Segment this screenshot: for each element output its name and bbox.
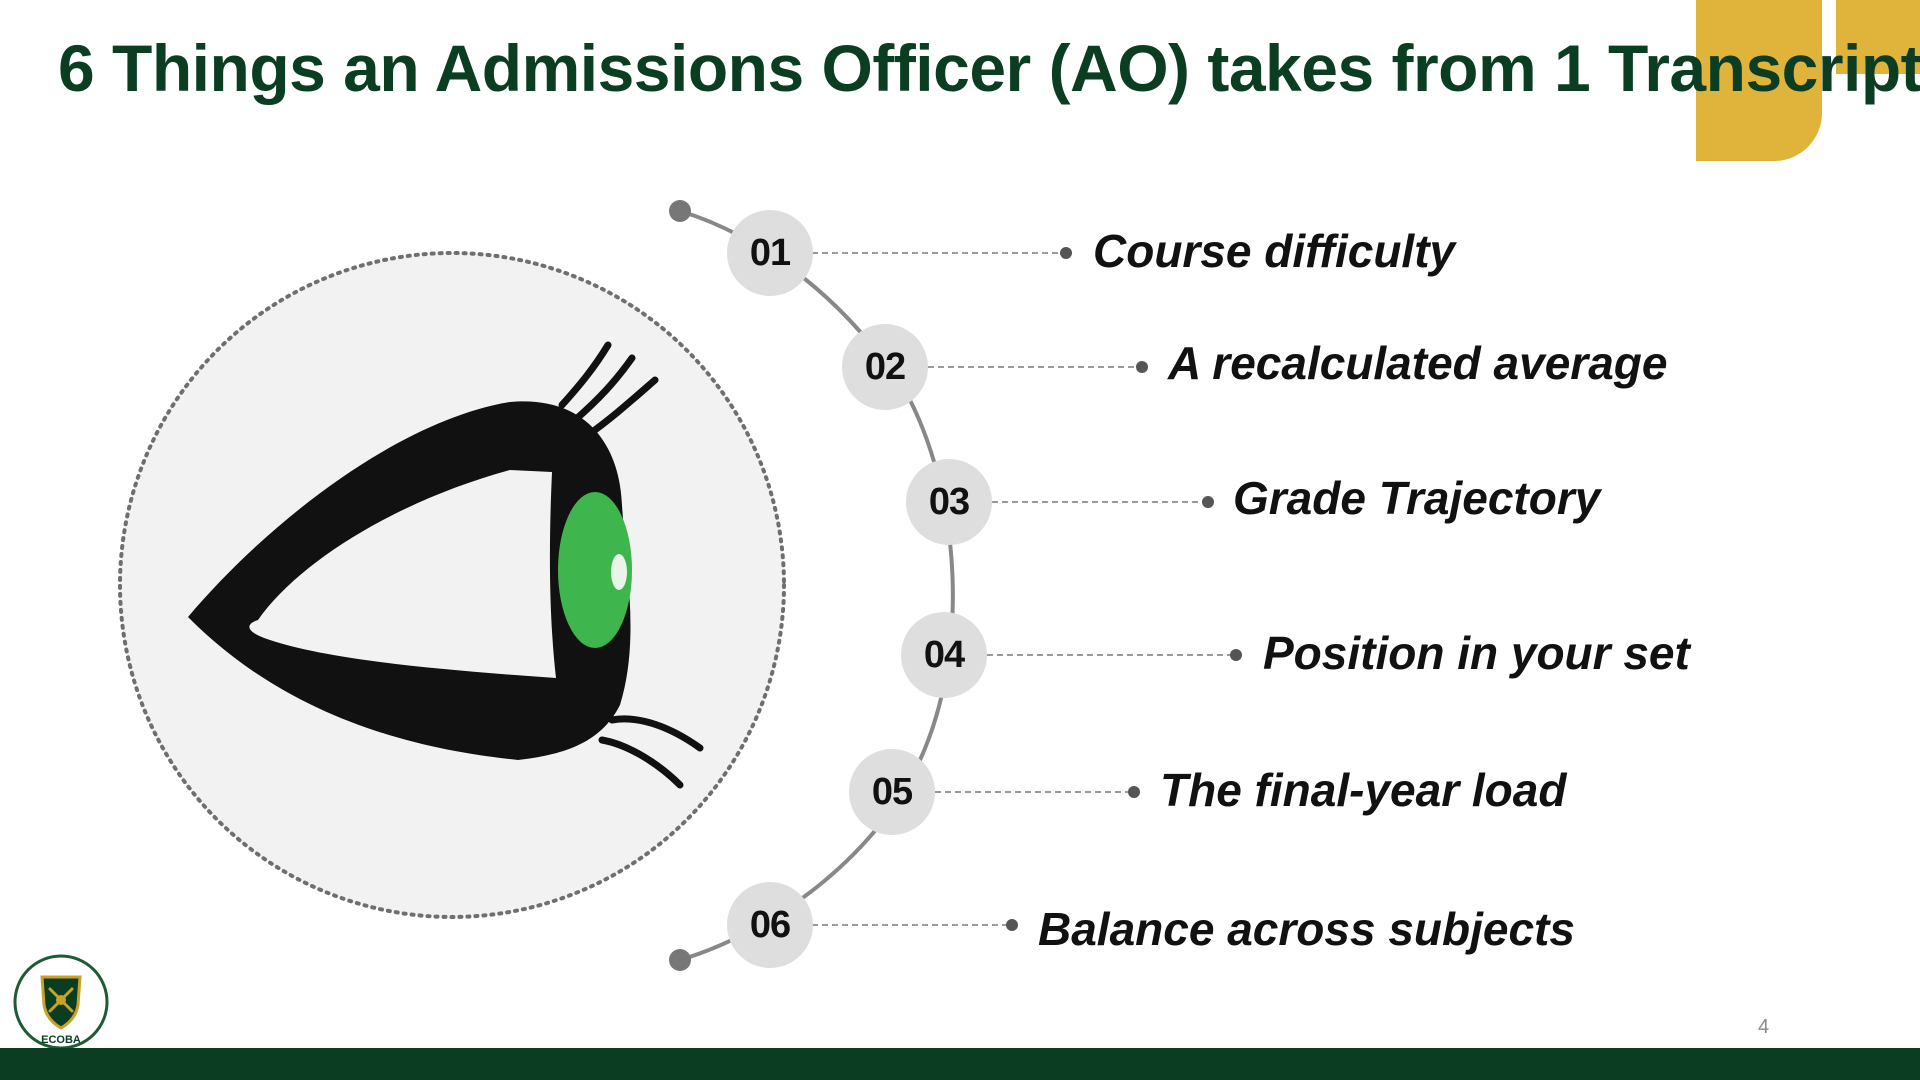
step-label-06: Balance across subjects (1038, 903, 1575, 955)
step-number-02: 02 (842, 324, 928, 410)
step-label-05: The final-year load (1160, 764, 1567, 816)
timeline-arc (679, 209, 955, 962)
iris-highlight (611, 554, 627, 590)
step-number-03: 03 (906, 459, 992, 545)
step-number-05: 05 (849, 749, 935, 835)
footer-bar (0, 1048, 1920, 1080)
step-label-02: A recalculated average (1168, 337, 1668, 389)
step-number-06: 06 (727, 882, 813, 968)
page-title: 6 Things an Admissions Officer (AO) take… (58, 31, 1920, 105)
step-label-03: Grade Trajectory (1233, 472, 1601, 524)
logo-text: ECOBA (41, 1034, 81, 1046)
step-label-04: Position in your set (1263, 627, 1690, 679)
timeline-start-dot (669, 200, 691, 222)
connector-dots (1006, 247, 1242, 931)
step-number-01: 01 (727, 210, 813, 296)
step-number-04: 04 (901, 612, 987, 698)
gold-accent-block (1696, 0, 1822, 161)
page-number: 4 (1758, 1016, 1770, 1038)
connector-lines (812, 252, 1234, 926)
step-label-01: Course difficulty (1093, 225, 1456, 277)
eye-side-view-icon (188, 341, 704, 789)
ecoba-crest-logo: ECOBA (13, 954, 109, 1050)
gold-accent-tab (1836, 0, 1920, 74)
timeline-end-dot (669, 949, 691, 971)
iris (558, 492, 632, 648)
